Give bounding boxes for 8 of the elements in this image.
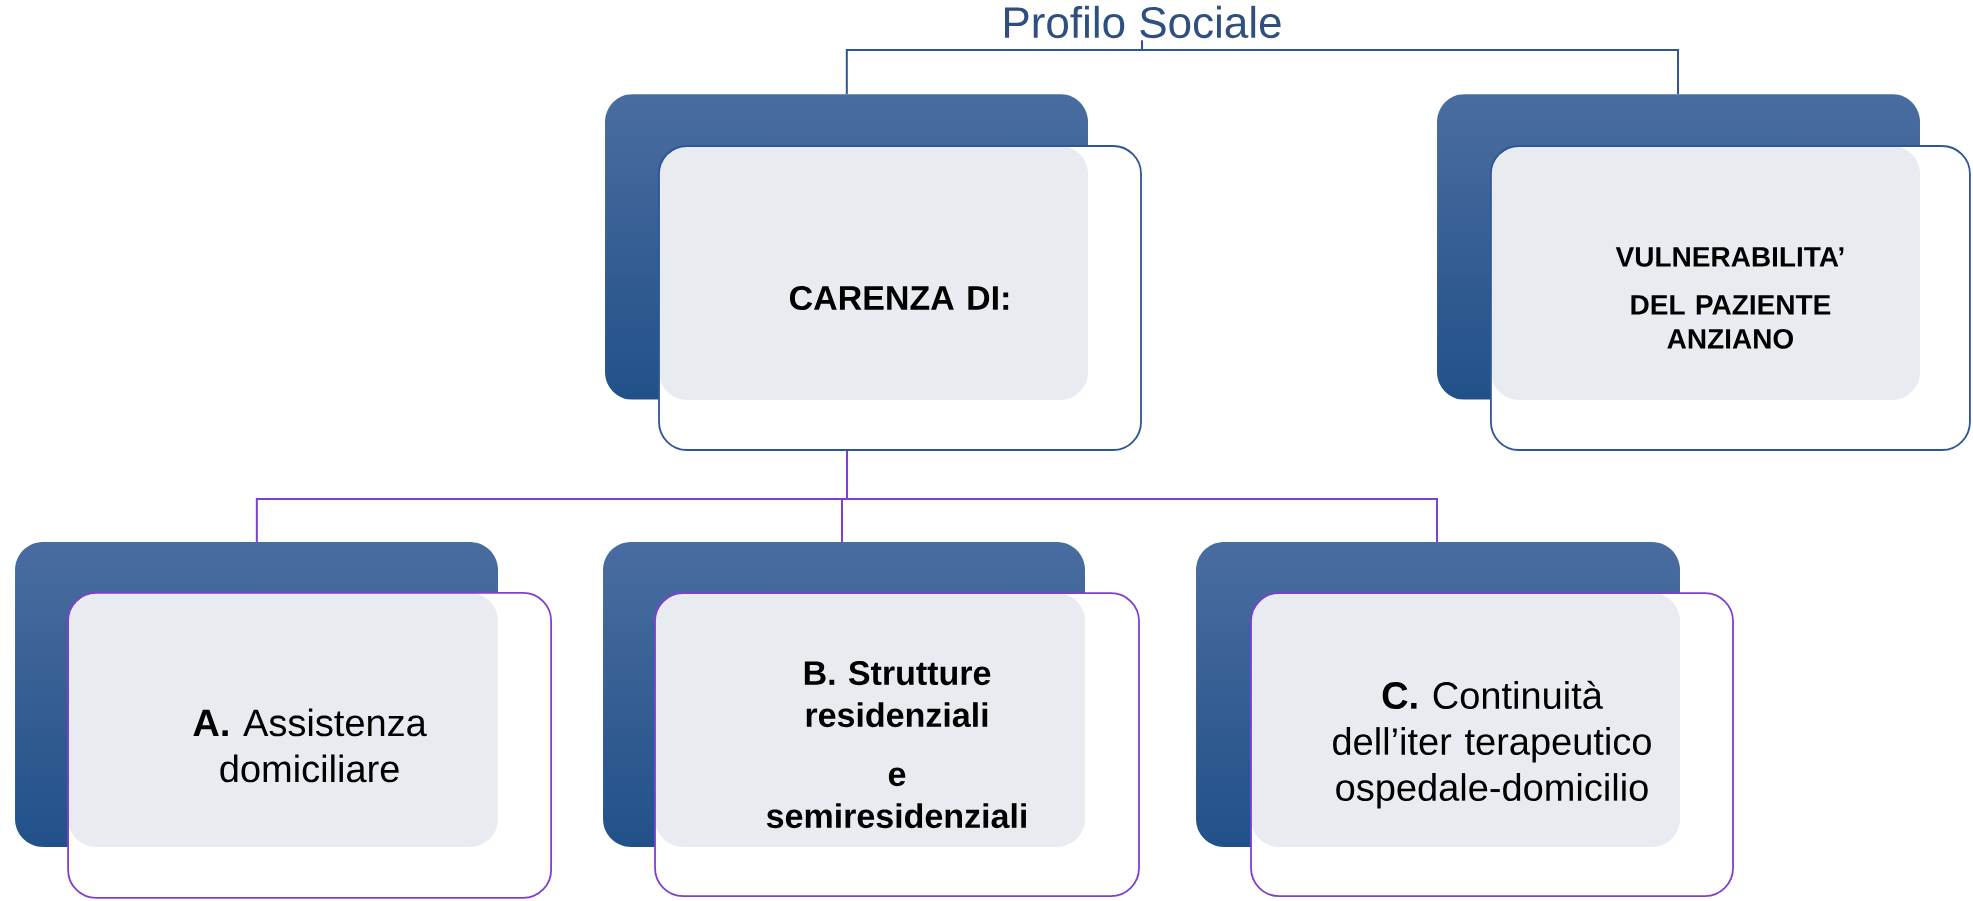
process-box: C. Continuità dell’iter terapeutico ospedale-domicilio — [1250, 592, 1734, 897]
process-box: A. Assistenza domiciliare — [67, 592, 552, 899]
connector-line — [1141, 39, 1679, 95]
process-box: CARENZA DI: — [658, 145, 1142, 451]
connector-line — [846, 449, 1438, 543]
process-box: B. Strutture residenziali e semiresidenziali — [654, 592, 1140, 897]
process-box: VULNERABILITA’ DEL PAZIENTE ANZIANO — [1490, 145, 1971, 451]
diagram-title: Profilo Sociale — [1005, 5, 1281, 39]
